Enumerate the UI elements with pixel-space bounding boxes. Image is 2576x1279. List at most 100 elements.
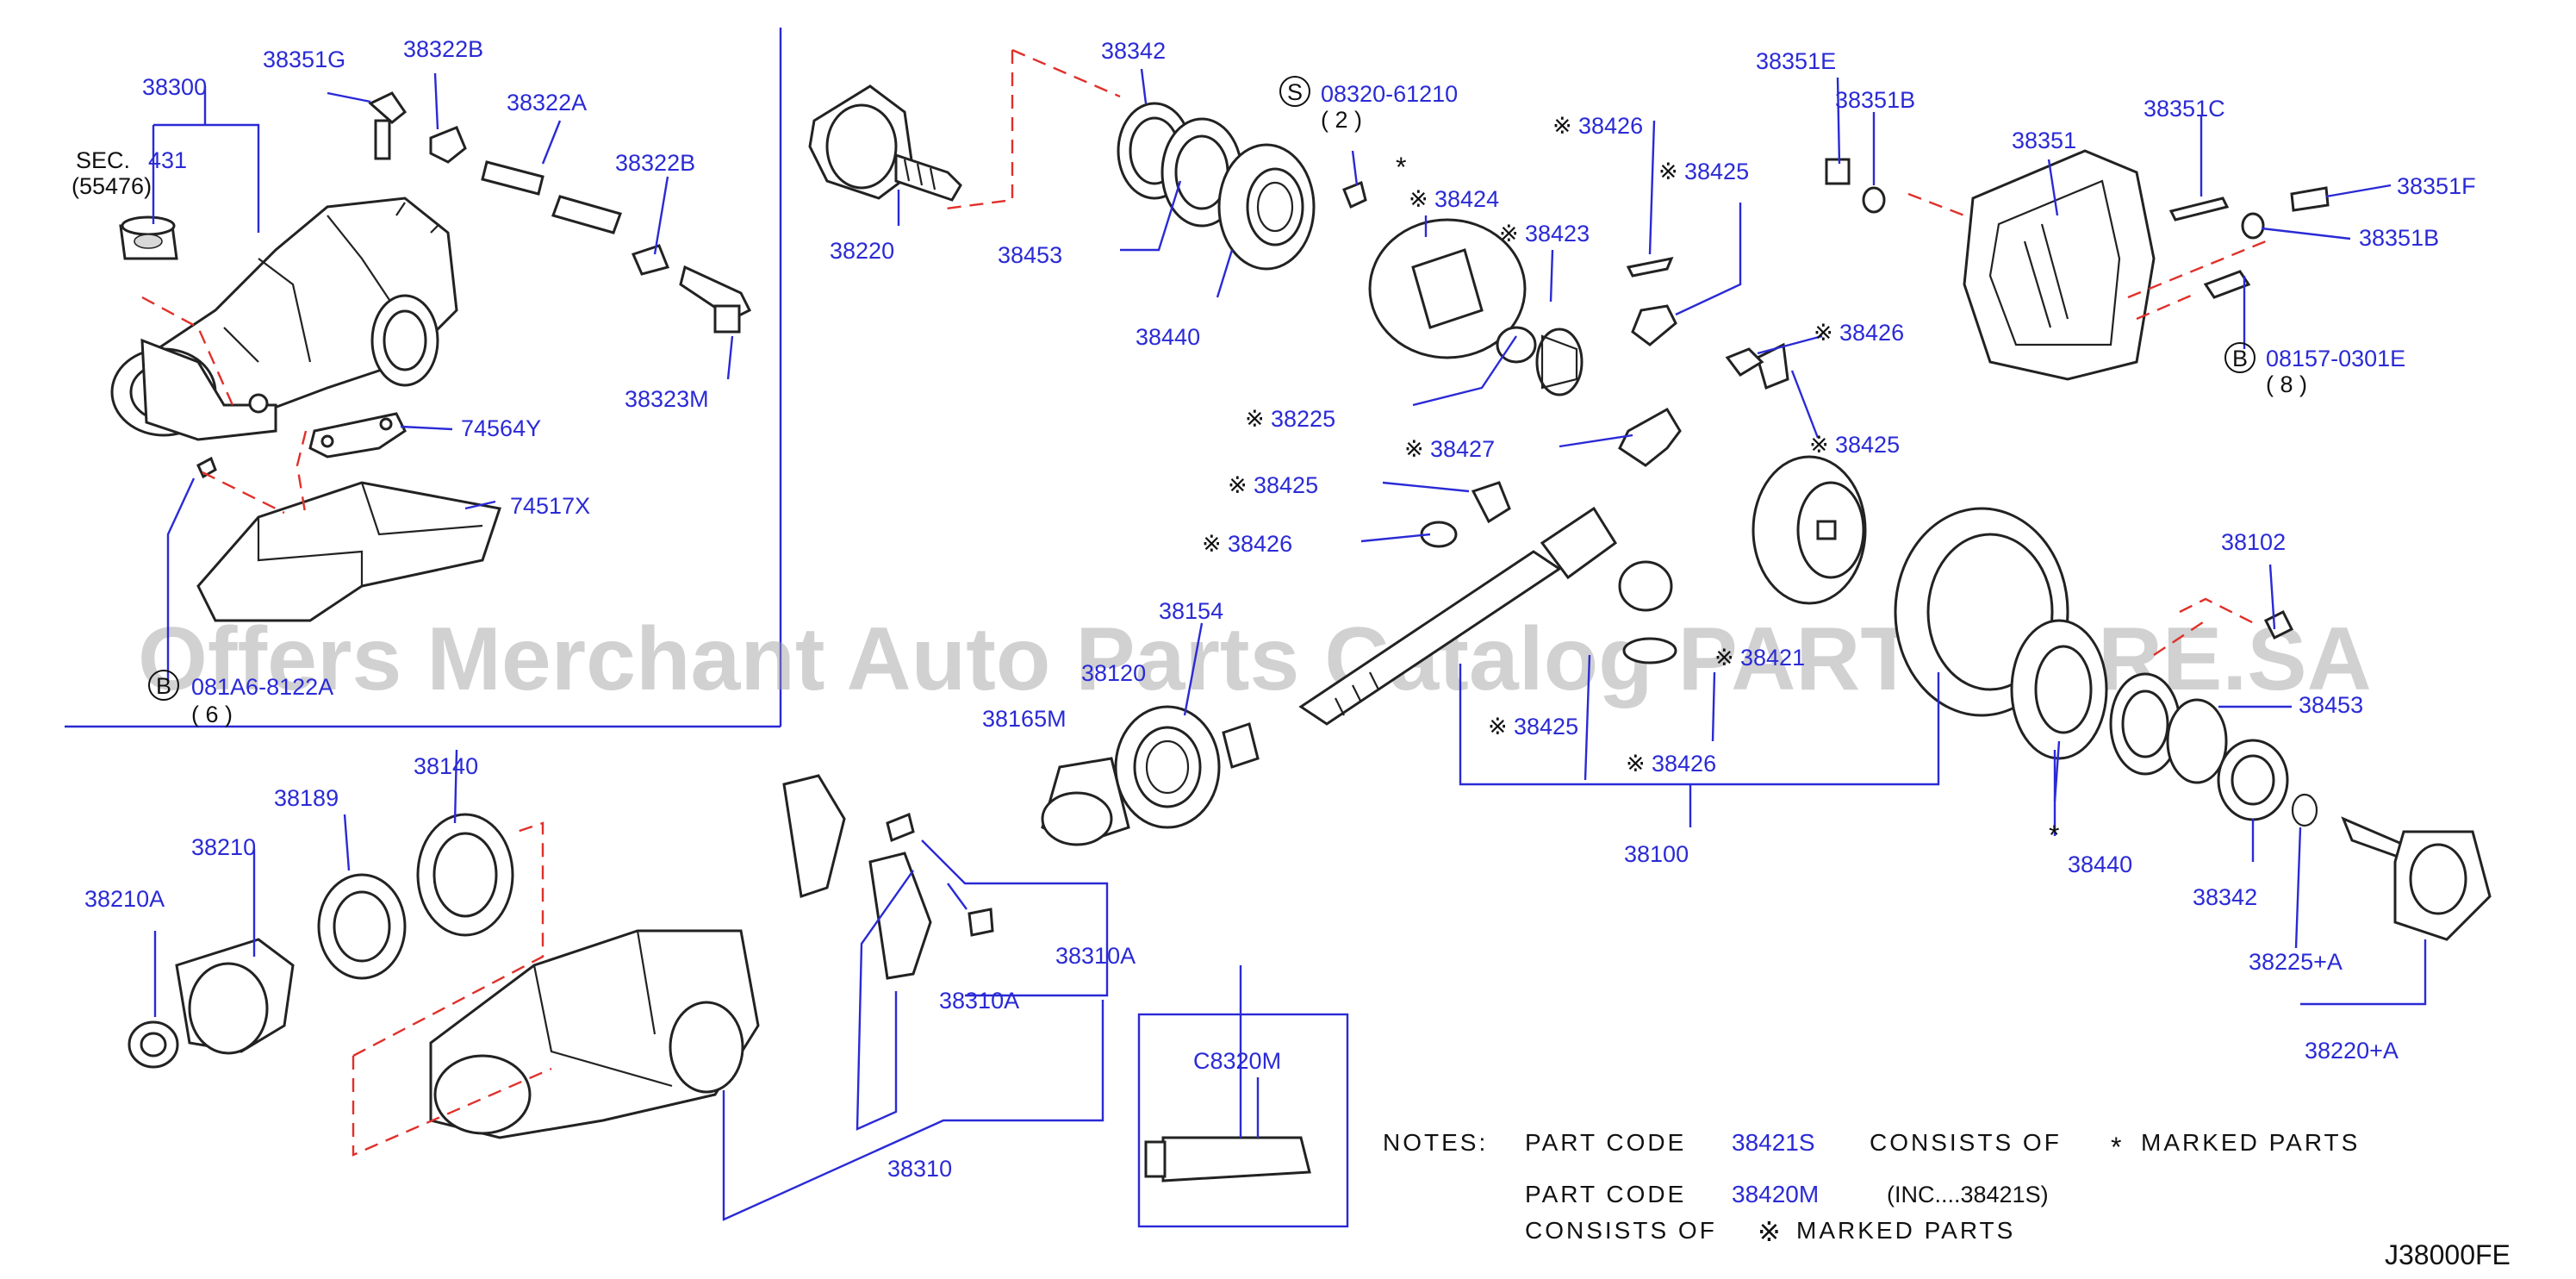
- notes-line3-prefix: CONSISTS OF: [1525, 1217, 1717, 1244]
- kome-38425-d: ※: [1488, 714, 1508, 739]
- label-38426-d: 38426: [1652, 751, 1716, 777]
- label-38100: 38100: [1624, 841, 1689, 867]
- kome-38427: ※: [1404, 436, 1424, 462]
- notes-line2-inc: (INC....38421S): [1887, 1182, 2049, 1207]
- notes-line1-prefix: PART CODE: [1525, 1129, 1686, 1156]
- circle-b-letter: B: [156, 673, 171, 699]
- label-38351F: 38351F: [2397, 173, 2476, 199]
- kome-38225: ※: [1245, 406, 1265, 432]
- kome-38426-b: ※: [1814, 320, 1833, 346]
- label-08157: 08157-0301E: [2266, 346, 2405, 371]
- notes-line2-prefix: PART CODE: [1525, 1181, 1686, 1207]
- label-38310A-a: 38310A: [1055, 943, 1136, 969]
- label-38351E: 38351E: [1756, 48, 1836, 74]
- label-38425-b: 38425: [1835, 432, 1900, 458]
- part-labels: 38300 38351G 38322B 38322A 38322B 38323M…: [72, 36, 2476, 1182]
- pinion-bearing-drawing: [1041, 705, 1260, 846]
- label-sec: SEC.: [76, 147, 130, 173]
- breather-hose-drawing: [368, 91, 752, 334]
- front-bearing-drawing: [1117, 102, 1367, 271]
- label-38342-top: 38342: [1101, 38, 1166, 64]
- label-38440-r: 38440: [2068, 852, 2132, 877]
- bracket-drawing: [196, 412, 501, 622]
- label-38300: 38300: [142, 74, 207, 100]
- label-38322B: 38322B: [403, 36, 483, 62]
- kome-38425-b: ※: [1809, 432, 1829, 458]
- label-38425-c: 38425: [1254, 472, 1318, 498]
- label-38220A: 38220+A: [2305, 1038, 2399, 1064]
- side-bearing-drawing: [2010, 609, 2492, 941]
- label-38351G: 38351G: [263, 47, 345, 72]
- label-38225A: 38225+A: [2249, 949, 2343, 975]
- circle-b-marker: [148, 670, 179, 701]
- asterisk-marker-2: *: [2049, 820, 2059, 851]
- circle-b2-marker: [2224, 342, 2256, 373]
- label-081A6-qty: ( 6 ): [191, 702, 233, 727]
- notes-block: NOTES: PART CODE 38421S CONSISTS OF * MA…: [1383, 1129, 2360, 1247]
- label-38210: 38210: [191, 834, 256, 860]
- notes-line1-mid: CONSISTS OF: [1870, 1129, 2062, 1156]
- diagram-code: J38000FE: [2385, 1239, 2511, 1270]
- circle-s-marker: [1279, 76, 1310, 107]
- label-38323M: 38323M: [625, 386, 709, 412]
- kome-38426-a: ※: [1552, 113, 1572, 139]
- label-38424: 38424: [1434, 186, 1499, 212]
- kome-38423: ※: [1499, 221, 1519, 246]
- label-38210A: 38210A: [84, 886, 165, 912]
- label-38322A: 38322A: [507, 90, 587, 115]
- label-38310A-b: 38310A: [939, 988, 1019, 1014]
- label-08320: 08320-61210: [1321, 81, 1458, 107]
- label-38453-r: 38453: [2299, 692, 2363, 718]
- label-38225: 38225: [1271, 406, 1335, 432]
- label-38189: 38189: [274, 785, 339, 811]
- notes-line1-code: 38421S: [1732, 1129, 1815, 1156]
- rear-cover-drawing: [1825, 149, 2330, 381]
- label-38165M: 38165M: [982, 706, 1067, 732]
- kome-38425-c: ※: [1228, 472, 1248, 498]
- kome-38425-a: ※: [1658, 159, 1678, 184]
- carrier-assembly-drawing: [110, 197, 458, 441]
- lower-parts-drawing: [128, 774, 1311, 1182]
- label-38423: 38423: [1525, 221, 1590, 246]
- label-08320-qty: ( 2 ): [1321, 107, 1362, 133]
- label-74517X: 74517X: [510, 493, 590, 519]
- label-38351B-b: 38351B: [2359, 225, 2439, 251]
- alignment-lines: [141, 48, 2267, 1157]
- asterisk-marker-1: *: [1396, 152, 1406, 183]
- notes-line3-suffix: MARKED PARTS: [1796, 1217, 2015, 1244]
- label-38154: 38154: [1159, 598, 1223, 624]
- label-38427: 38427: [1430, 436, 1495, 462]
- notes-line1-suffix: MARKED PARTS: [2141, 1129, 2360, 1156]
- notes-line1-asterisk: *: [2111, 1132, 2121, 1163]
- kome-38421: ※: [1714, 645, 1734, 671]
- label-38351: 38351: [2012, 128, 2076, 153]
- diff-case-drawing: [1368, 218, 1789, 548]
- label-38140: 38140: [414, 753, 478, 779]
- kome-38424: ※: [1409, 186, 1428, 212]
- label-38425-d: 38425: [1514, 714, 1578, 739]
- circle-b2-letter: B: [2232, 346, 2248, 371]
- circle-s-letter: S: [1287, 79, 1303, 105]
- kome-38426-c: ※: [1202, 531, 1222, 557]
- label-38421: 38421: [1740, 645, 1805, 671]
- label-38102: 38102: [2221, 529, 2286, 555]
- label-081A6: 081A6-8122A: [191, 674, 333, 700]
- label-38440-top: 38440: [1136, 324, 1200, 350]
- inset-frame: [65, 28, 1349, 1228]
- label-38426-a: 38426: [1578, 113, 1643, 139]
- notes-line2-code: 38420M: [1732, 1181, 1819, 1207]
- label-38426-c: 38426: [1228, 531, 1292, 557]
- label-sec-num: 431: [148, 147, 187, 173]
- leader-lines: [152, 68, 2427, 1221]
- label-sec-sub: (55476): [72, 173, 152, 199]
- notes-heading: NOTES:: [1383, 1129, 1488, 1156]
- label-38453-top: 38453: [998, 242, 1062, 268]
- front-flange-drawing: [808, 84, 962, 202]
- label-38322B-2: 38322B: [615, 150, 695, 176]
- drive-pinion-drawing: [1298, 506, 1677, 726]
- label-C8320M: C8320M: [1193, 1048, 1281, 1074]
- notes-line3-kome: ※: [1758, 1216, 1781, 1247]
- label-38220: 38220: [830, 238, 894, 264]
- label-38426-b: 38426: [1839, 320, 1904, 346]
